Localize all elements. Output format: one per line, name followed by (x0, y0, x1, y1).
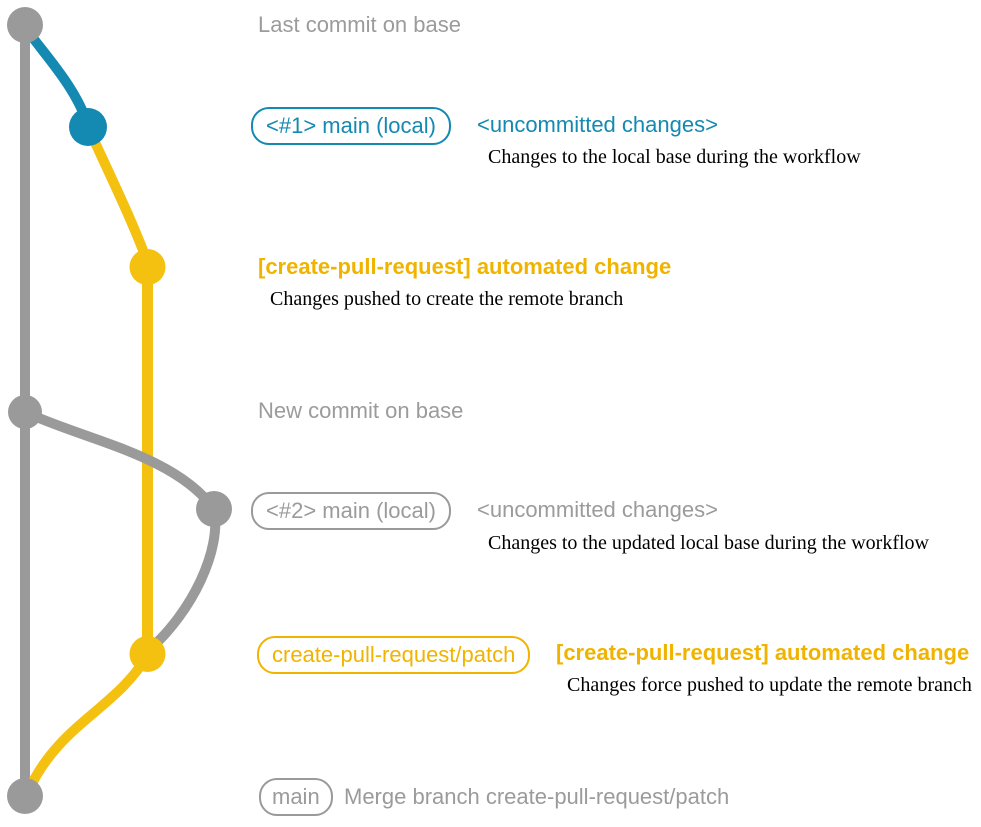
branch-badge-main-local-2: <#2> main (local) (251, 492, 451, 530)
description-force-push-update-branch: Changes force pushed to update the remot… (567, 674, 972, 696)
commit-node-base-top (7, 7, 43, 43)
commit-node-base-merge (7, 778, 43, 814)
caption-last-commit-on-base: Last commit on base (258, 12, 461, 37)
caption-automated-change-2: [create-pull-request] automated change (556, 640, 970, 665)
description-updated-local-base-changes: Changes to the updated local base during… (488, 532, 929, 554)
caption-merge-branch-message: Merge branch create-pull-request/patch (344, 784, 730, 809)
caption-automated-change-1: [create-pull-request] automated change (258, 254, 672, 279)
rebase-out-curve (20, 407, 219, 514)
commit-node-base-new (8, 395, 42, 429)
caption-uncommitted-changes-1: <uncommitted changes> (477, 112, 718, 137)
caption-new-commit-on-base: New commit on base (258, 398, 464, 423)
description-local-base-changes: Changes to the local base during the wor… (488, 146, 861, 168)
patch-merge-curve (23, 649, 153, 797)
caption-uncommitted-changes-2: <uncommitted changes> (477, 497, 718, 522)
rebase-in-curve (144, 504, 221, 655)
branch-badge-patch: create-pull-request/patch (257, 636, 531, 674)
commit-node-local-1 (69, 108, 107, 146)
branch-badge-main: main (259, 778, 333, 816)
local-change-curve (20, 22, 93, 130)
commit-node-remote-2 (129, 636, 166, 672)
push-branch-curve (83, 122, 153, 267)
commit-node-remote-1 (129, 249, 166, 285)
branch-badge-main-local-1: <#1> main (local) (251, 107, 451, 145)
description-push-create-branch: Changes pushed to create the remote bran… (270, 288, 624, 310)
commit-node-local-2 (196, 491, 232, 527)
